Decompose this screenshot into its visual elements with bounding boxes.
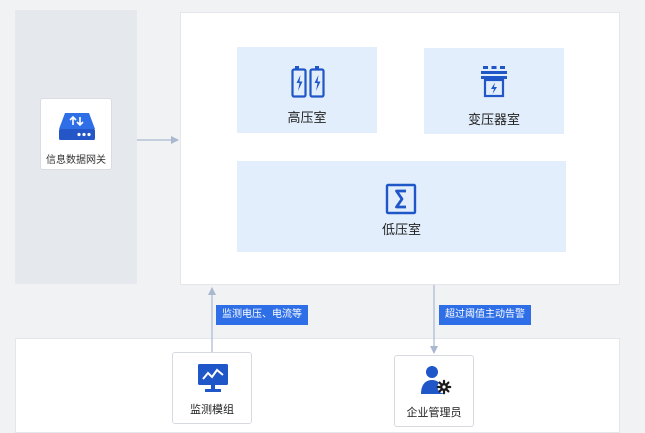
alarm-flow-tag: 超过阈值主动告警	[439, 305, 531, 325]
admin-card[interactable]: 企业管理员	[394, 355, 474, 427]
network-gateway-icon	[57, 111, 97, 141]
user-gear-icon	[419, 364, 453, 396]
room-high-voltage[interactable]: 高压室	[237, 47, 377, 133]
room-high-label: 高压室	[287, 111, 327, 126]
gateway-card[interactable]: 信息数据网关	[40, 98, 112, 170]
monitor-module-label: 监测模组	[190, 403, 234, 416]
admin-label: 企业管理员	[406, 406, 462, 419]
gateway-label: 信息数据网关	[46, 155, 106, 166]
room-low-voltage[interactable]: 低压室	[237, 161, 566, 252]
monitor-flow-tag: 监测电压、电流等	[216, 305, 308, 325]
room-low-label: 低压室	[381, 223, 421, 238]
room-transformer-label: 变压器室	[467, 113, 520, 128]
transformer-icon	[480, 65, 508, 99]
switch-icon	[385, 183, 417, 215]
battery-bolt-icon	[291, 65, 325, 99]
monitor-module-card[interactable]: 监测模组	[172, 352, 252, 424]
room-transformer[interactable]: 变压器室	[424, 48, 564, 134]
monitor-chart-icon	[197, 363, 229, 393]
